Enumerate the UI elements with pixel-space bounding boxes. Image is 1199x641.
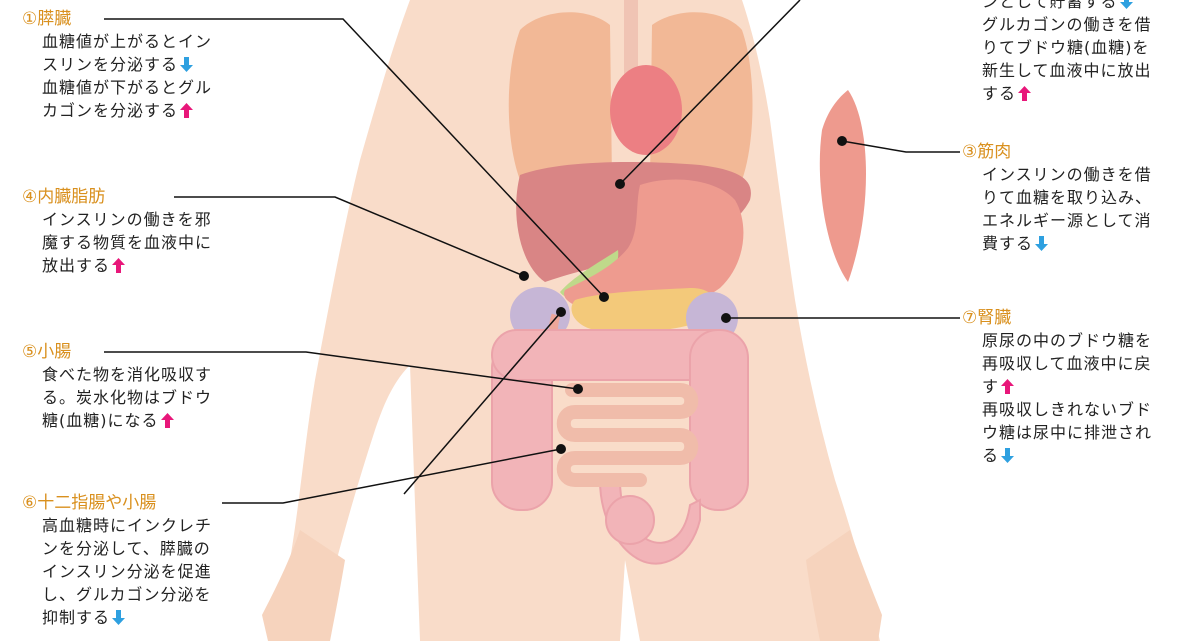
down-arrow-icon: [180, 57, 193, 72]
label-line-text: ウ糖は尿中に排泄され: [982, 423, 1152, 442]
label-line: 糖(血糖)になる: [42, 409, 212, 432]
label-line: 費する: [982, 232, 1152, 255]
down-arrow-icon: [1035, 236, 1048, 251]
label-line-text: 新生して血液中に放出: [982, 61, 1152, 80]
label-pancreas: ①膵臓血糖値が上がるとインスリンを分泌する血糖値が下がるとグルカゴンを分泌する: [22, 8, 212, 122]
label-line: ンとして貯蓄する: [982, 0, 1152, 13]
label-line-text: ンとして貯蓄する: [982, 0, 1118, 11]
label-line-text: 原尿の中のブドウ糖を: [982, 331, 1152, 350]
label-line-text: 費する: [982, 234, 1033, 253]
label-line: る: [982, 444, 1152, 467]
label-line: ウ糖は尿中に排泄され: [982, 421, 1152, 444]
label-line: 再吸収して血液中に戻: [982, 352, 1152, 375]
label-line: し、グルカゴン分泌を: [42, 583, 212, 606]
label-line: する: [982, 82, 1152, 105]
label-line: インスリン分泌を促進: [42, 560, 212, 583]
label-line-text: 血糖値が上がるとイン: [42, 32, 212, 51]
label-line: す: [982, 375, 1152, 398]
label-line-text: インスリン分泌を促進: [42, 562, 212, 581]
label-line-text: りて血糖を取り込み、: [982, 188, 1152, 207]
label-line-text: る。炭水化物はブドウ: [42, 388, 212, 407]
label-line: ンを分泌して、膵臓の: [42, 537, 212, 560]
label-title: ①膵臓: [22, 8, 77, 30]
label-line: る。炭水化物はブドウ: [42, 386, 212, 409]
label-line-text: スリンを分泌する: [42, 55, 178, 74]
muscle-organ: [820, 90, 866, 282]
label-line: スリンを分泌する: [42, 53, 212, 76]
label-line-text: 高血糖時にインクレチ: [42, 516, 212, 535]
label-line-text: し、グルカゴン分泌を: [42, 585, 212, 604]
label-line: りてブドウ糖(血糖)を: [982, 36, 1152, 59]
label-line: 放出する: [42, 254, 212, 277]
label-line-text: 糖(血糖)になる: [42, 411, 159, 430]
heart: [610, 65, 682, 155]
label-line: インスリンの働きを邪: [42, 208, 212, 231]
up-arrow-icon: [180, 103, 193, 118]
label-liver: ンとして貯蓄するグルカゴンの働きを借りてブドウ糖(血糖)を新生して血液中に放出す…: [962, 0, 1152, 105]
label-line-text: カゴンを分泌する: [42, 101, 178, 120]
label-line: 高血糖時にインクレチ: [42, 514, 212, 537]
label-line-text: りてブドウ糖(血糖)を: [982, 38, 1150, 57]
down-arrow-icon: [1001, 448, 1014, 463]
label-line: りて血糖を取り込み、: [982, 186, 1152, 209]
label-line: 魔する物質を血液中に: [42, 231, 212, 254]
label-line-text: グルカゴンの働きを借: [982, 15, 1152, 34]
up-arrow-icon: [112, 258, 125, 273]
label-line-text: 魔する物質を血液中に: [42, 233, 212, 252]
label-line-text: 血糖値が下がるとグル: [42, 78, 212, 97]
label-line-text: する: [982, 84, 1016, 103]
label-small-intestine: ⑤小腸食べた物を消化吸収する。炭水化物はブドウ糖(血糖)になる: [22, 341, 212, 432]
label-line: インスリンの働きを借: [982, 163, 1152, 186]
label-line: グルカゴンの働きを借: [982, 13, 1152, 36]
label-title: ⑤小腸: [22, 341, 77, 363]
label-line-text: 再吸収して血液中に戻: [982, 354, 1152, 373]
up-arrow-icon: [161, 413, 174, 428]
label-line-text: インスリンの働きを借: [982, 165, 1152, 184]
label-line: 原尿の中のブドウ糖を: [982, 329, 1152, 352]
up-arrow-icon: [1001, 379, 1014, 394]
label-line: 血糖値が上がるとイン: [42, 30, 212, 53]
label-line: 再吸収しきれないブド: [982, 398, 1152, 421]
label-line: 食べた物を消化吸収す: [42, 363, 212, 386]
label-line: 血糖値が下がるとグル: [42, 76, 212, 99]
label-line-text: エネルギー源として消: [982, 211, 1152, 230]
down-arrow-icon: [1120, 0, 1133, 9]
label-line-text: インスリンの働きを邪: [42, 210, 212, 229]
label-title: ⑦腎臓: [962, 307, 1017, 329]
label-visceral-fat: ④内臓脂肪インスリンの働きを邪魔する物質を血液中に放出する: [22, 186, 212, 277]
down-arrow-icon: [112, 610, 125, 625]
label-line-text: 放出する: [42, 256, 110, 275]
label-line: カゴンを分泌する: [42, 99, 212, 122]
label-line-text: 再吸収しきれないブド: [982, 400, 1152, 419]
up-arrow-icon: [1018, 86, 1031, 101]
label-kidney: ⑦腎臓原尿の中のブドウ糖を再吸収して血液中に戻す再吸収しきれないブドウ糖は尿中に…: [962, 307, 1152, 467]
label-line-text: 食べた物を消化吸収す: [42, 365, 212, 384]
label-line: 抑制する: [42, 606, 212, 629]
label-title: ④内臓脂肪: [22, 186, 111, 208]
label-line: エネルギー源として消: [982, 209, 1152, 232]
label-title: ⑥十二指腸や小腸: [22, 492, 162, 514]
label-line-text: ンを分泌して、膵臓の: [42, 539, 211, 558]
label-line: 新生して血液中に放出: [982, 59, 1152, 82]
label-duodenum: ⑥十二指腸や小腸高血糖時にインクレチンを分泌して、膵臓のインスリン分泌を促進し、…: [22, 492, 212, 629]
label-line-text: 抑制する: [42, 608, 110, 627]
label-title: ③筋肉: [962, 141, 1017, 163]
label-muscle: ③筋肉インスリンの働きを借りて血糖を取り込み、エネルギー源として消費する: [962, 141, 1152, 255]
label-line-text: す: [982, 377, 999, 396]
label-line-text: る: [982, 446, 999, 465]
